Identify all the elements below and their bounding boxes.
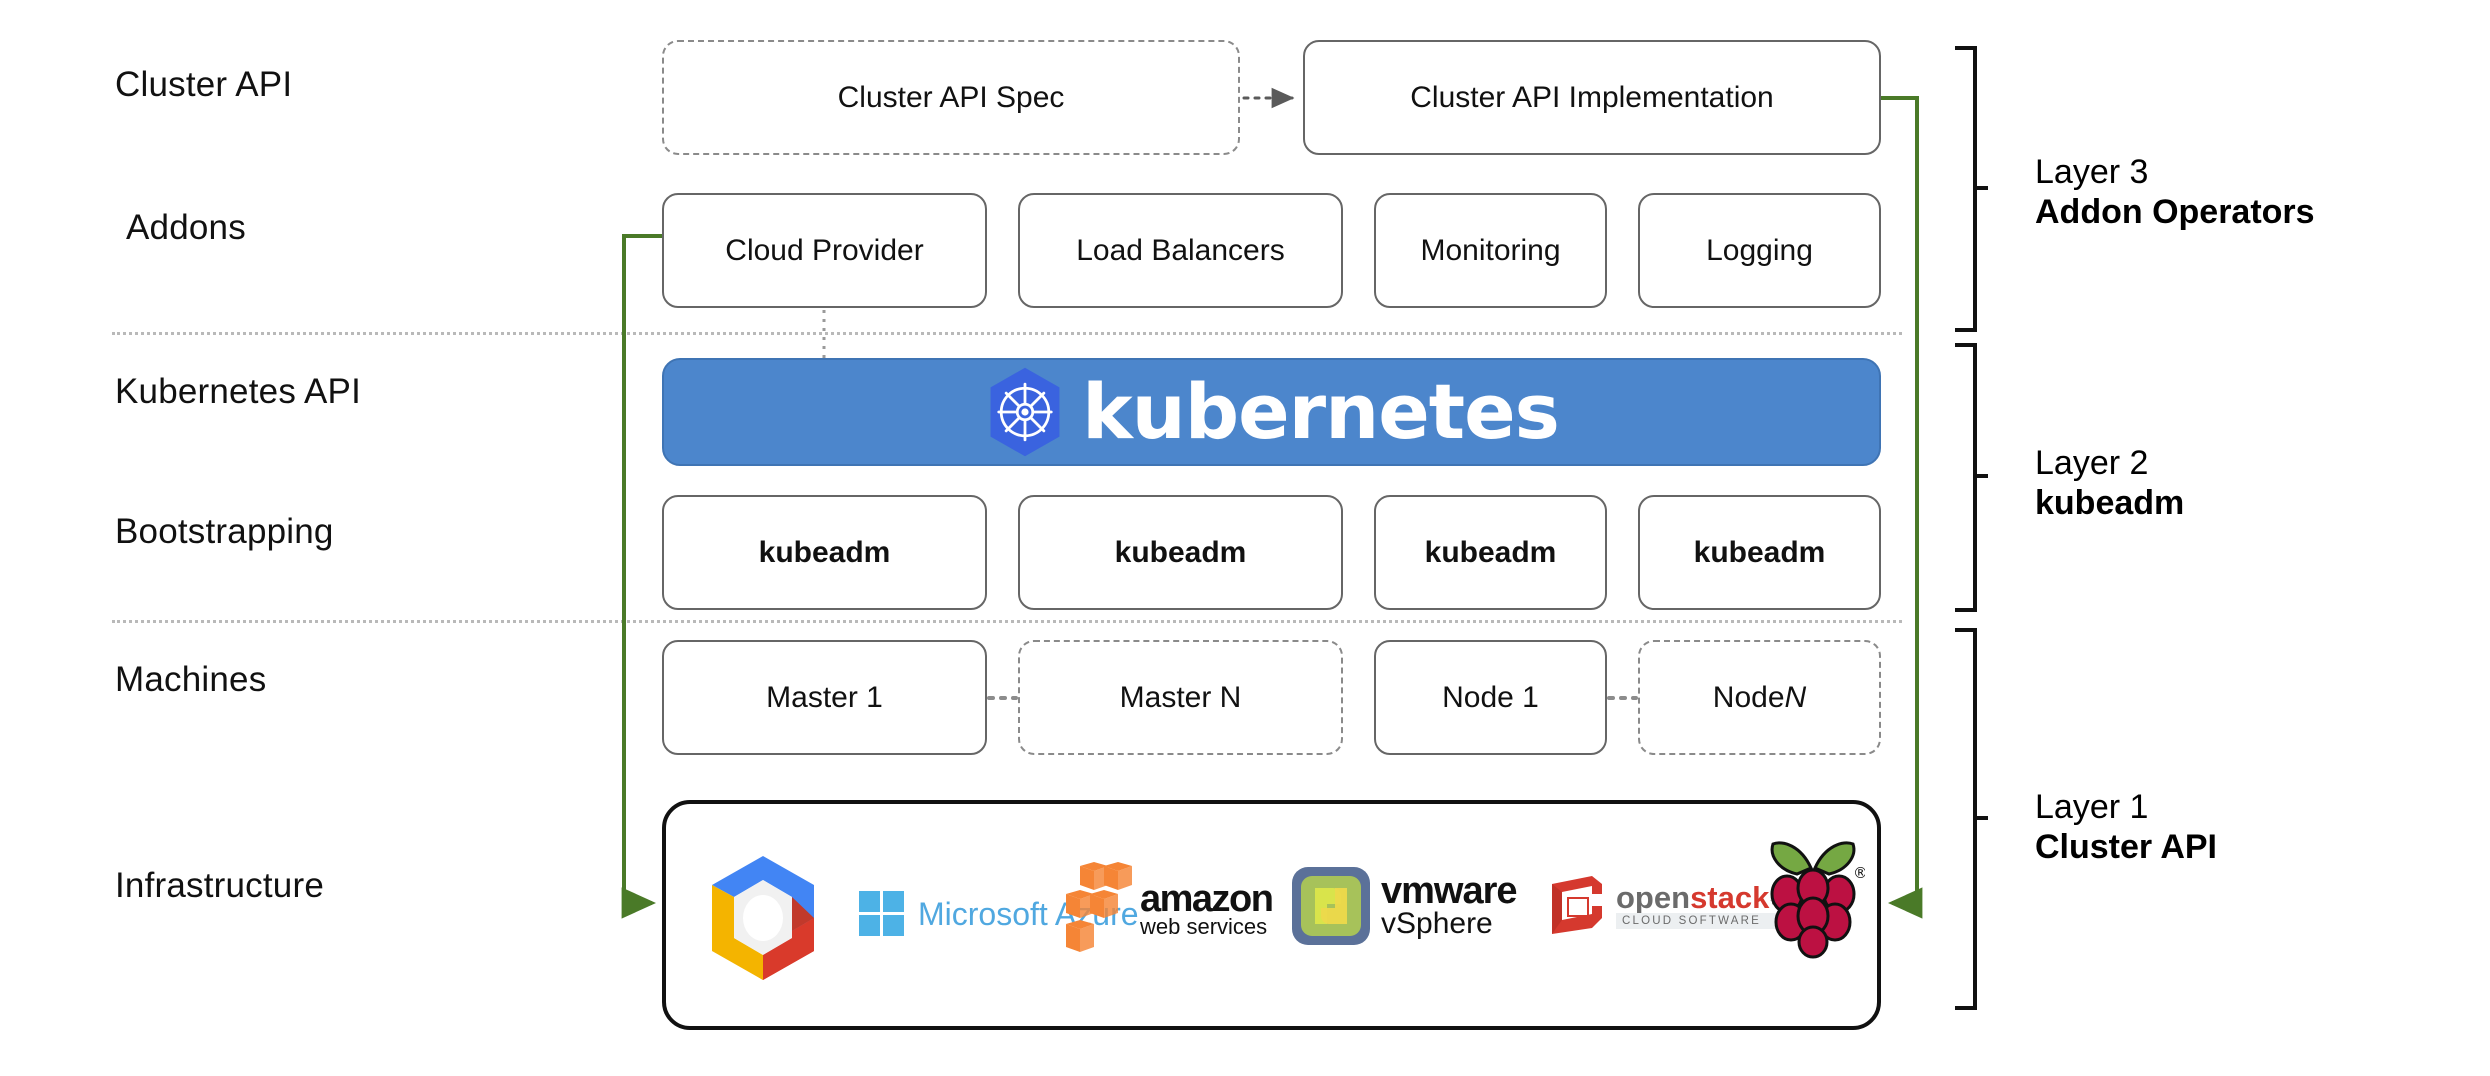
bootstrap-box-2[interactable]: kubeadm [1018, 495, 1343, 610]
layer-1-line1: Layer 1 [2035, 788, 2149, 826]
layer-2-line2: kubeadm [2035, 484, 2185, 523]
kubernetes-wordmark: kubernetes [1082, 367, 1560, 456]
layer-2-bracket [1955, 343, 1988, 612]
addon-label-logging: Logging [1706, 233, 1813, 267]
row-label-machines: Machines [115, 660, 267, 699]
machine-label-node-n-italic: N [1784, 680, 1807, 714]
addon-box-cloud-provider[interactable]: Cloud Provider [662, 193, 987, 308]
layer-1-bracket [1955, 628, 1988, 1010]
amazon-label: amazon [1140, 877, 1274, 920]
machine-label-master-1: Master 1 [766, 680, 883, 714]
layer-1-line2: Cluster API [2035, 828, 2218, 867]
machine-box-node-1[interactable]: Node 1 [1374, 640, 1607, 755]
raspberry-pi-logo: ® [1761, 834, 1865, 960]
machine-box-node-n[interactable]: Node N [1638, 640, 1881, 755]
layer-3-line2: Addon Operators [2035, 193, 2315, 232]
vmware-vsphere-logo: vmware vSphere [1291, 866, 1518, 946]
row-label-infrastructure: Infrastructure [115, 866, 324, 905]
bootstrap-label-3: kubeadm [1424, 535, 1557, 569]
layer-3-bracket [1955, 46, 1988, 332]
bootstrap-box-4[interactable]: kubeadm [1638, 495, 1881, 610]
bootstrap-label-4: kubeadm [1693, 535, 1826, 569]
addon-label-cloud-provider: Cloud Provider [725, 233, 924, 267]
openstack-sub-label: CLOUD SOFTWARE [1616, 912, 1782, 929]
machine-label-node-n-text: Node [1712, 680, 1785, 714]
layer-3-line1: Layer 3 [2035, 153, 2149, 191]
addon-box-monitoring[interactable]: Monitoring [1374, 193, 1607, 308]
layer-2-line1: Layer 2 [2035, 444, 2149, 482]
svg-text:®: ® [1853, 864, 1865, 882]
amazon-sub-label: web services [1140, 914, 1268, 940]
layer-2-label: Layer 2 kubeadm [2035, 443, 2184, 523]
divider-layer2-layer1 [112, 620, 1902, 623]
row-label-bootstrapping: Bootstrapping [115, 512, 334, 551]
addon-label-load-balancers: Load Balancers [1076, 233, 1285, 267]
google-cloud-platform-logo [704, 852, 822, 984]
cluster-api-spec-label: Cluster API Spec [837, 80, 1065, 114]
kubernetes-helm-wheel-icon [984, 366, 1066, 458]
row-label-addons: Addons [126, 208, 246, 247]
bootstrap-box-3[interactable]: kubeadm [1374, 495, 1607, 610]
layer-3-label: Layer 3 Addon Operators [2035, 152, 2315, 232]
implementation-to-infrastructure-arrow [1881, 96, 1923, 919]
vsphere-label: vSphere [1381, 906, 1493, 940]
row-label-kubernetes-api: Kubernetes API [115, 372, 362, 411]
cluster-api-implementation-box[interactable]: Cluster API Implementation [1303, 40, 1881, 155]
bootstrap-label-1: kubeadm [758, 535, 891, 569]
machine-box-master-n[interactable]: Master N [1018, 640, 1343, 755]
infrastructure-box[interactable]: Microsoft Azure amazon [662, 800, 1881, 1030]
addon-label-monitoring: Monitoring [1420, 233, 1561, 267]
cloud-provider-to-infrastructure-arrow [621, 234, 662, 919]
openstack-label: openstack™ [1616, 879, 1781, 915]
amazon-web-services-logo: amazon web services [1062, 862, 1274, 958]
openstack-logo: openstack™ CLOUD SOFTWARE [1546, 872, 1782, 938]
addon-box-logging[interactable]: Logging [1638, 193, 1881, 308]
addon-box-load-balancers[interactable]: Load Balancers [1018, 193, 1343, 308]
vmware-label: vmware [1381, 869, 1518, 912]
machine-box-master-1[interactable]: Master 1 [662, 640, 987, 755]
bootstrap-box-1[interactable]: kubeadm [662, 495, 987, 610]
cluster-api-implementation-label: Cluster API Implementation [1410, 80, 1774, 114]
cluster-api-spec-box[interactable]: Cluster API Spec [662, 40, 1240, 155]
machine-label-master-n: Master N [1119, 680, 1242, 714]
machine-label-node-1: Node 1 [1442, 680, 1539, 714]
divider-layer3-layer2 [112, 332, 1902, 335]
row-label-cluster-api: Cluster API [115, 65, 293, 104]
kubernetes-banner[interactable]: kubernetes [662, 358, 1881, 466]
bootstrap-label-2: kubeadm [1114, 535, 1247, 569]
layer-1-label: Layer 1 Cluster API [2035, 787, 2217, 867]
